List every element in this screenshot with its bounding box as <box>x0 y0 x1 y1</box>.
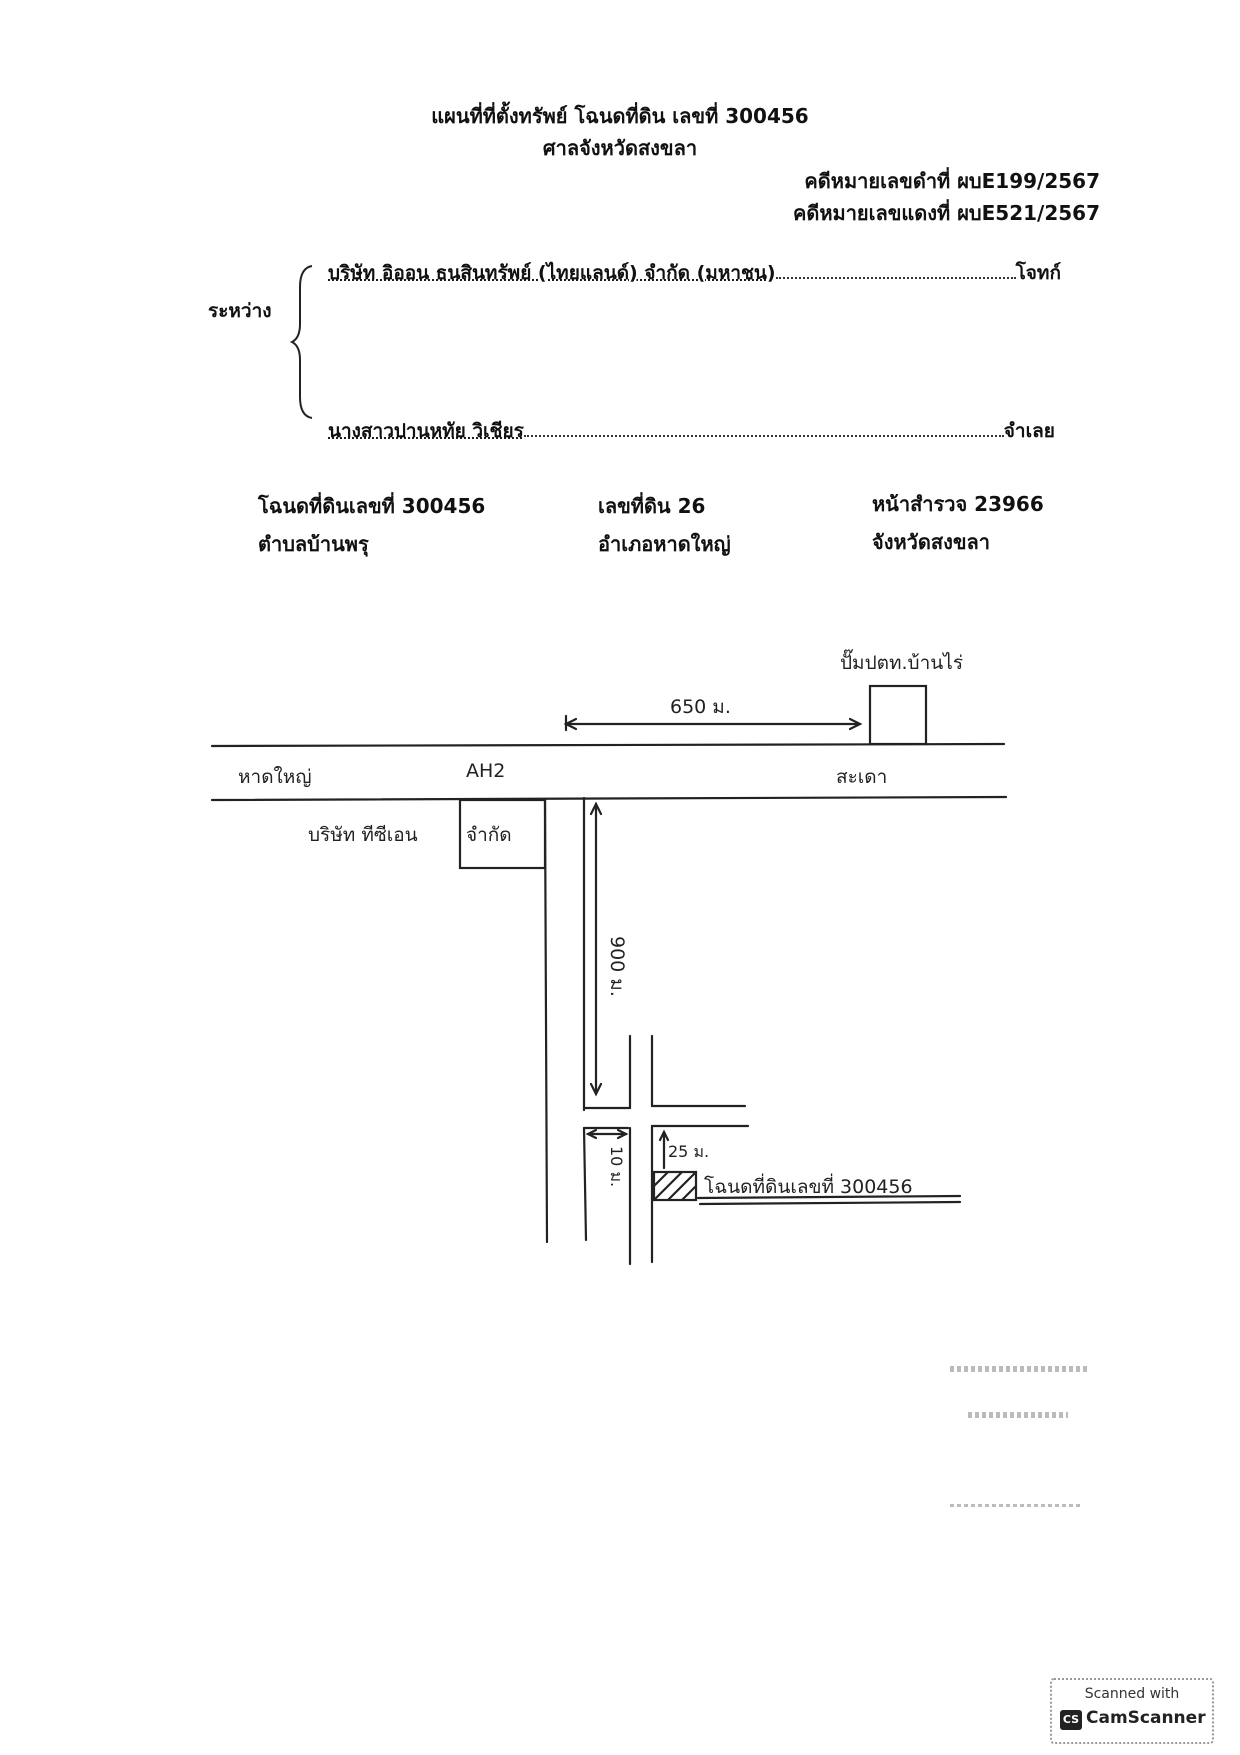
red-case-number: คดีหมายเลขแดงที่ ผบE521/2567 <box>792 201 1100 225</box>
black-case-number: คดีหมายเลขดำที่ ผบE199/2567 <box>804 169 1100 193</box>
road-name: AH2 <box>466 760 506 782</box>
scanned-with-text: Scanned with <box>1084 1686 1180 1702</box>
direction-left: หาดใหญ่ <box>238 766 312 788</box>
between-label: ระหว่าง <box>208 300 272 322</box>
direction-right: สะเดา <box>836 766 888 788</box>
plaintiff-line: บริษัท อิออน ธนสินทรัพย์ (ไทยแลนด์) จำกั… <box>328 258 1080 288</box>
defendant-role: จำเลย <box>1003 420 1055 442</box>
company-building <box>458 798 547 870</box>
plaintiff-role: โจทก์ <box>1015 262 1061 284</box>
deed-number: โฉนดที่ดินเลขที่ 300456 <box>258 494 486 518</box>
distance-25: 25 ม. <box>668 1142 710 1161</box>
gas-station-label: ปั๊มปตท.บ้านไร่ <box>840 652 964 674</box>
province: จังหวัดสงขลา <box>872 530 991 554</box>
distance-650: 650 ม. <box>670 696 731 718</box>
defendant-name: นางสาวปานหทัย วิเชียร <box>328 420 524 442</box>
subdistrict: ตำบลบ้านพรุ <box>258 532 369 556</box>
distance-10: 10 ม. <box>607 1146 626 1188</box>
company-label: บริษัท ทีซีเอน <box>308 824 418 846</box>
blurred-mark <box>968 1412 1068 1418</box>
soi-right-edge-bottom <box>582 1126 588 1242</box>
target-plot <box>652 1170 698 1202</box>
district: อำเภอหาดใหญ่ <box>598 532 731 556</box>
blurred-mark <box>950 1366 1090 1372</box>
distance-900: 900 ม. <box>606 936 628 997</box>
survey-page: หน้าสำรวจ 23966 <box>872 492 1044 516</box>
highway-bottom-edge <box>210 795 1008 802</box>
camscanner-badge: Scanned with CS CamScanner <box>1050 1678 1214 1744</box>
camscanner-logo-icon: CS <box>1060 1710 1082 1730</box>
company-suffix: จำกัด <box>466 824 512 846</box>
court-name: ศาลจังหวัดสงขลา <box>542 136 698 160</box>
document-title: แผนที่ที่ตั้งทรัพย์ โฉนดที่ดิน เลขที่ 30… <box>431 104 809 128</box>
party-brace <box>290 265 313 419</box>
plaintiff-name: บริษัท อิออน ธนสินทรัพย์ (ไทยแลนด์) จำกั… <box>328 262 776 284</box>
target-plot-label: โฉนดที่ดินเลขที่ 300456 <box>704 1176 913 1198</box>
land-number: เลขที่ดิน 26 <box>598 494 706 518</box>
blurred-mark <box>950 1504 1080 1507</box>
defendant-line: นางสาวปานหทัย วิเชียร จำเลย <box>328 416 1080 446</box>
soi-left-edge <box>543 798 549 1244</box>
gas-station-building <box>868 684 928 746</box>
camscanner-name: CamScanner <box>1086 1708 1206 1728</box>
